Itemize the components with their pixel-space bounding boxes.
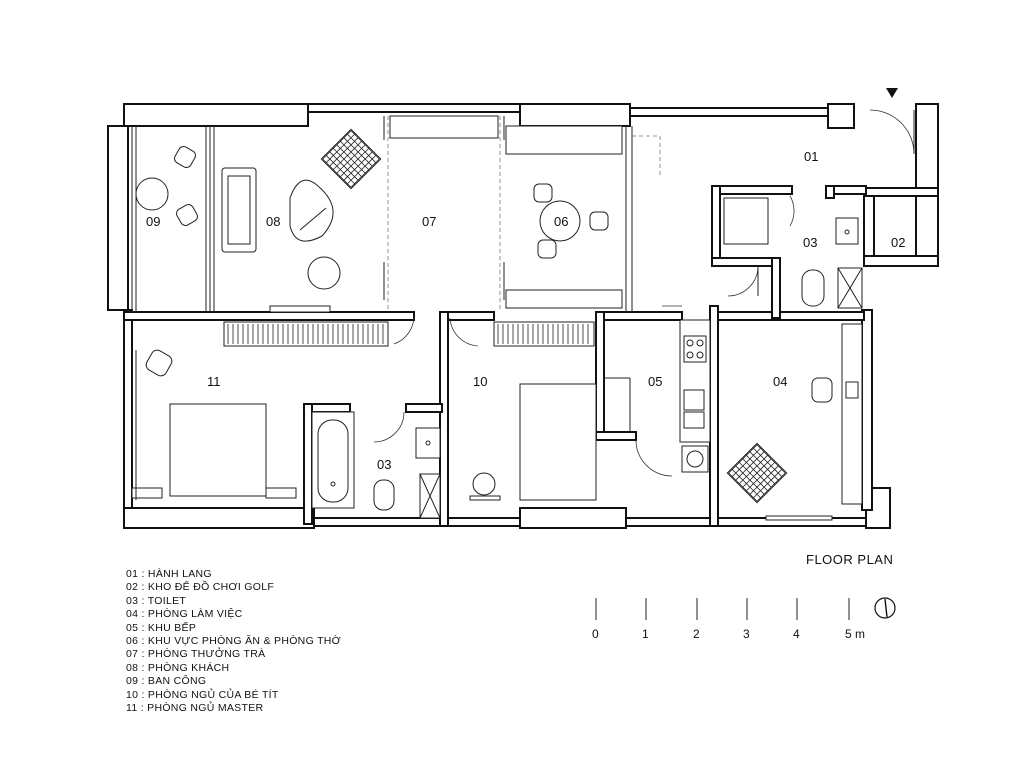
hatch-line [756, 472, 786, 502]
room-08-label: 08 [266, 214, 280, 229]
dining-furniture [533, 183, 609, 259]
hatch-line [347, 155, 377, 185]
kid-bedroom-furniture [469, 383, 597, 501]
legend-item: 01 : HÀNH LANG [126, 568, 212, 580]
hatch-line [340, 148, 369, 177]
room-10-label: 10 [473, 374, 487, 389]
room-11-label: 11 [207, 374, 221, 389]
room-02-label: 02 [891, 235, 905, 250]
wardrobes [223, 321, 595, 347]
scale-bar: 0 1 2 3 4 5 m [592, 598, 865, 641]
legend-item: 08 : PHÒNG KHÁCH [126, 661, 230, 674]
room-05-label: 05 [648, 374, 662, 389]
room-legend: 01 : HÀNH LANG 02 : KHO ĐỂ ĐỒ CHƠI GOLF … [126, 568, 341, 715]
room-04-label: 04 [773, 374, 787, 389]
legend-item: 11 : PHÒNG NGỦ MASTER [126, 702, 264, 715]
room-03b-label: 03 [377, 457, 391, 472]
hatch-line [739, 462, 768, 491]
room-06-label: 06 [554, 214, 568, 229]
hatch-line [746, 462, 775, 491]
scale-tick-5: 5 m [845, 627, 865, 641]
scale-tick-0: 0 [592, 627, 599, 641]
hatch-line [343, 151, 373, 181]
hatch-line [350, 158, 380, 188]
room-07-label: 07 [422, 214, 436, 229]
scale-tick-3: 3 [743, 627, 750, 641]
outer-walls [107, 103, 939, 529]
hatch-line [735, 465, 765, 495]
legend-item: 02 : KHO ĐỂ ĐỒ CHƠI GOLF [126, 581, 275, 594]
room-labels: 01 02 03 04 05 06 07 08 09 10 11 03 [146, 149, 905, 472]
toilet-lower-fixtures [311, 411, 441, 519]
hatch-line [322, 158, 352, 188]
room-01-label: 01 [804, 149, 818, 164]
hatch-line [350, 130, 380, 160]
interior-walls [123, 185, 867, 527]
legend-item: 06 : KHU VỰC PHÒNG ĂN & PHÒNG THỜ [126, 635, 341, 648]
hatch-line [753, 469, 783, 499]
legend-item: 09 : BAN CÔNG [126, 675, 207, 688]
floor-plan-title: FLOOR PLAN [806, 552, 894, 567]
hatch-line [329, 151, 359, 181]
north-arrow-icon [874, 597, 896, 619]
sliding-partitions [383, 115, 661, 312]
kitchen-fixtures [604, 319, 711, 473]
room-03a-label: 03 [803, 235, 817, 250]
living-room-furniture [221, 128, 382, 313]
hatch-line [731, 469, 761, 499]
balcony-furniture [135, 146, 198, 226]
scale-tick-2: 2 [693, 627, 700, 641]
entry-triangle-icon [886, 88, 898, 98]
master-bedroom-furniture [131, 349, 297, 500]
legend-item: 03 : TOILET [126, 594, 187, 607]
workroom-furniture [726, 323, 863, 521]
scale-tick-4: 4 [793, 627, 800, 641]
legend-item: 04 : PHÒNG LÀM VIỆC [126, 608, 243, 621]
hatch-line [325, 155, 355, 185]
hatch-line [728, 472, 758, 502]
hatch-line [742, 458, 772, 488]
balcony-glazing [131, 126, 215, 312]
room-09-label: 09 [146, 214, 160, 229]
legend-item: 05 : KHU BẾP [126, 621, 197, 634]
doors [373, 109, 915, 477]
hatch-line [756, 444, 786, 474]
legend-item: 07 : PHÒNG THƯỞNG TRÀ [126, 648, 266, 661]
legend-item: 10 : PHÒNG NGỦ CỦA BÉ TÍT [126, 688, 279, 701]
toilet-top-fixtures [723, 197, 863, 309]
hatch-line [333, 148, 362, 177]
scale-tick-1: 1 [642, 627, 649, 641]
hatch-line [749, 465, 779, 495]
hatch-line [336, 144, 366, 174]
